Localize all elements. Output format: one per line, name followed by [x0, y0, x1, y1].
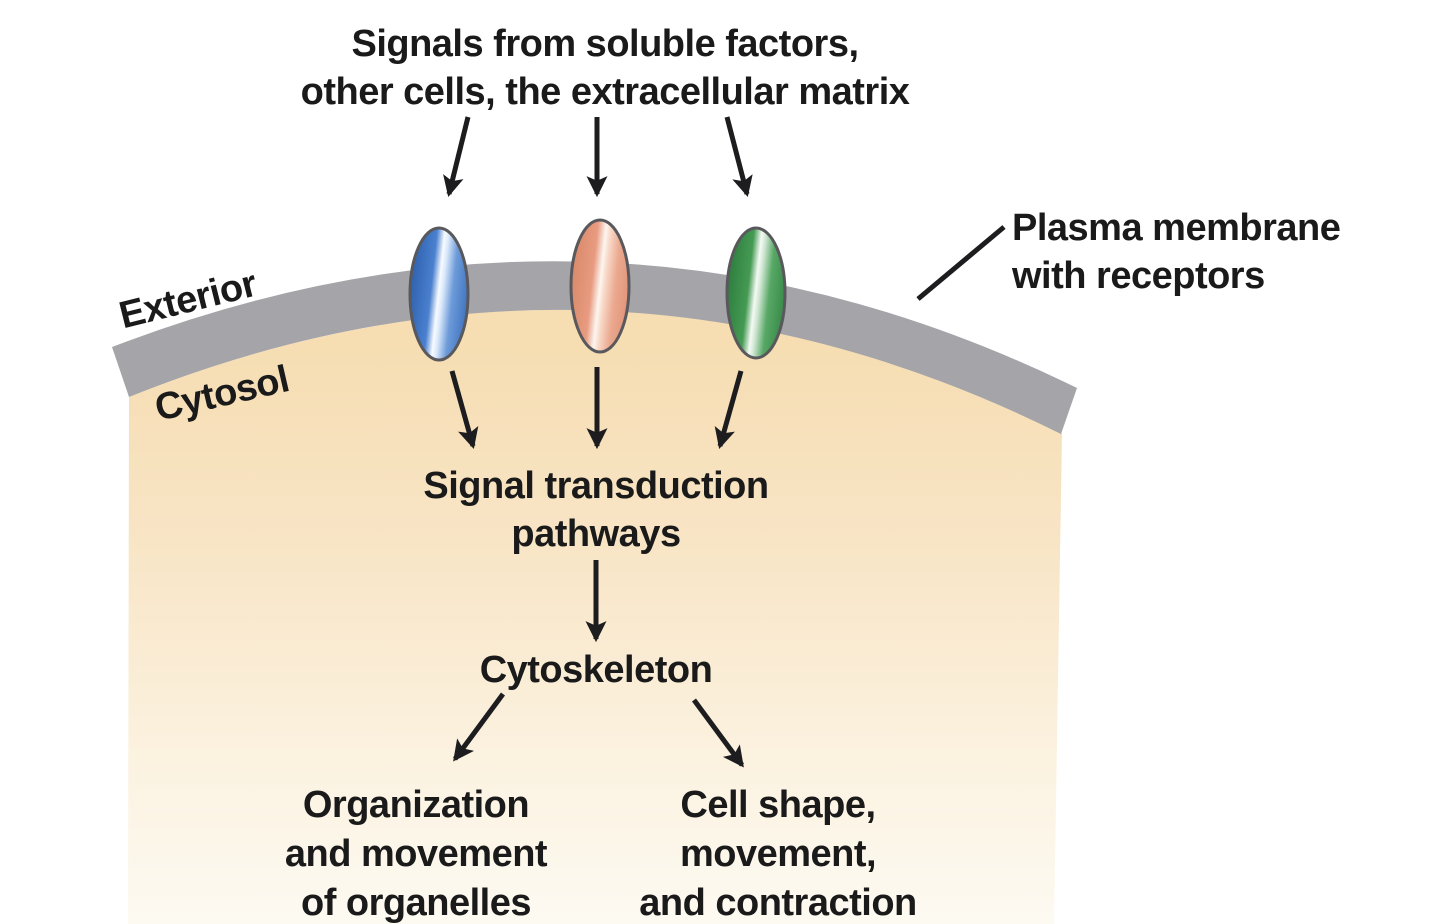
outcome-cell-shape-line2: movement,	[679, 833, 877, 875]
diagram-title-line2: other cells, the extracellular matrix	[300, 71, 910, 113]
pink-receptor	[569, 218, 631, 354]
cytoskeleton-label: Cytoskeleton	[479, 649, 713, 691]
outcome-cell-shape-line1: Cell shape,	[680, 784, 876, 826]
membrane-pointer-line	[916, 225, 1006, 301]
plasma-membrane-label-line2: with receptors	[1012, 255, 1265, 297]
branch-arrow-right	[691, 698, 745, 768]
signal-transduction-line1: Signal transduction	[423, 465, 769, 507]
signal-transduction-line2: pathways	[511, 513, 681, 555]
outcome-organelles-line3: of organelles	[301, 882, 532, 924]
outcome-organelles-line2: and movement	[284, 833, 548, 875]
signal-arrow-right	[724, 116, 753, 198]
plasma-membrane-label-line1: Plasma membrane	[1012, 207, 1341, 249]
signal-arrow-left	[443, 116, 471, 198]
blue-receptor	[408, 226, 470, 362]
outcome-organelles-line1: Organization	[302, 784, 530, 826]
diagram-title: Signals from soluble factors, other cell…	[170, 20, 1040, 116]
outcome-organelles-label: Organization and movement of organelles	[266, 781, 566, 924]
outcome-cell-shape-label: Cell shape, movement, and contraction	[628, 781, 928, 924]
diagram-title-line1: Signals from soluble factors,	[351, 23, 859, 65]
plasma-membrane-label: Plasma membrane with receptors	[1012, 204, 1412, 300]
transduction-arrow-right	[714, 370, 744, 450]
incoming-signal-arrows	[443, 116, 753, 198]
transduction-arrows	[449, 367, 744, 450]
outcome-cell-shape-line3: and contraction	[639, 882, 917, 924]
plasma-membrane	[112, 261, 1077, 434]
signal-transduction-label: Signal transduction pathways	[396, 462, 796, 558]
branch-arrow-left	[452, 692, 506, 762]
transduction-arrow-left	[449, 370, 479, 450]
green-receptor	[725, 226, 787, 360]
